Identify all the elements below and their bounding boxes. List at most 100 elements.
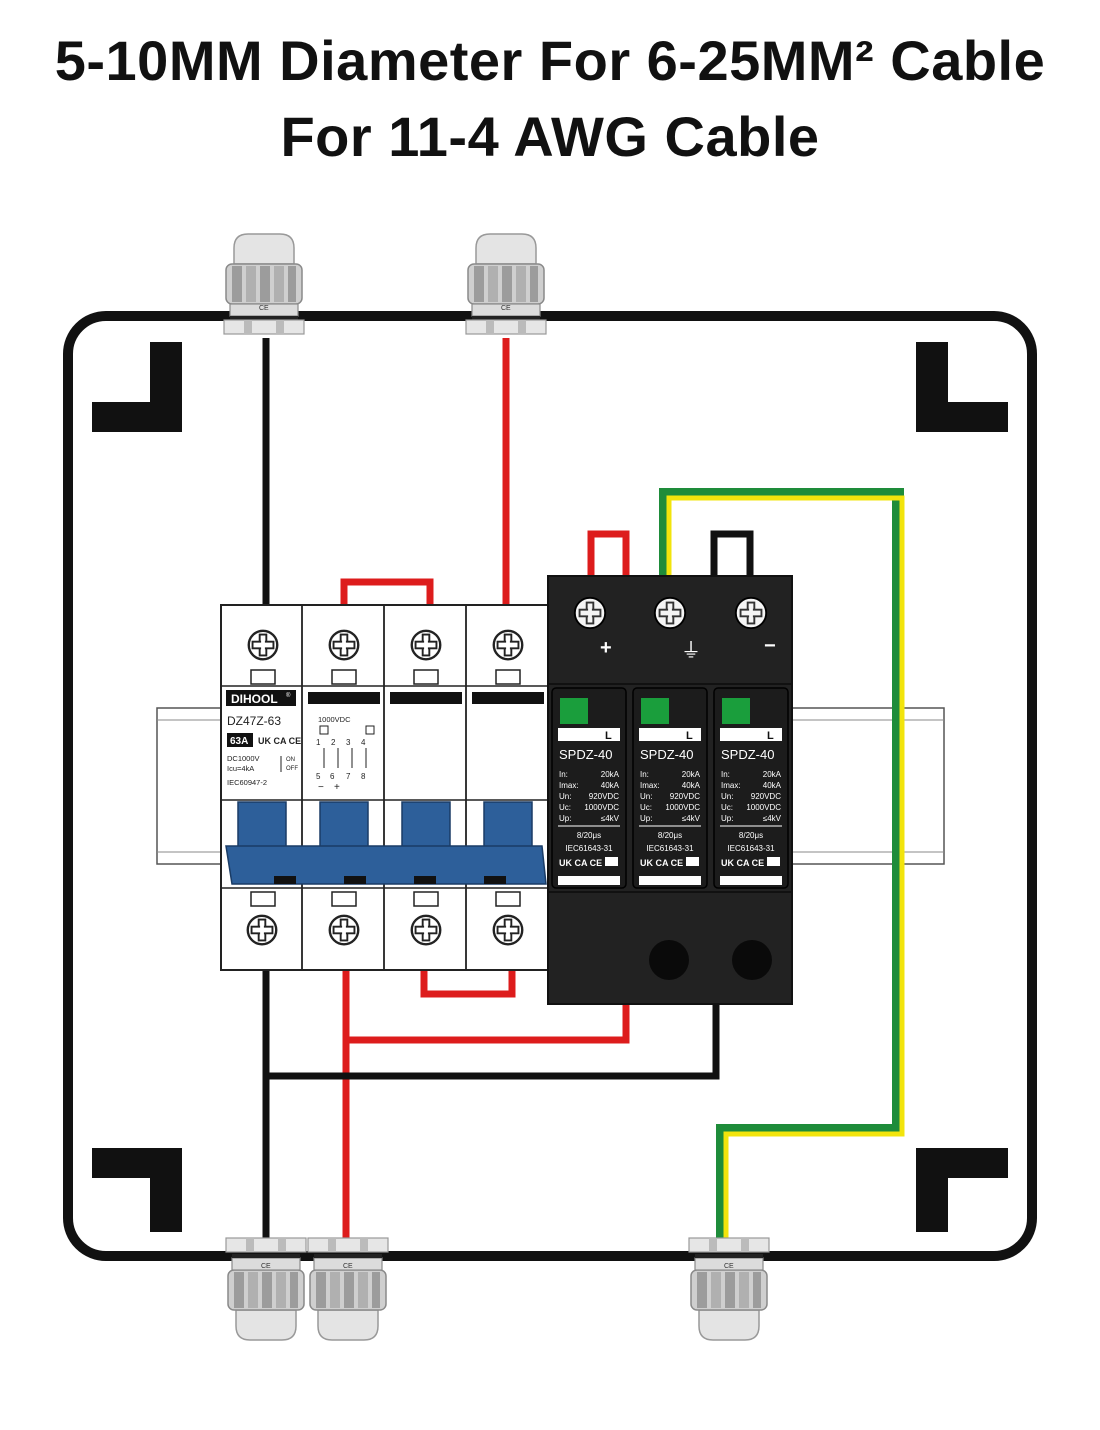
terminal-screw-icon	[246, 914, 278, 946]
spd-positive-jumper	[587, 530, 630, 578]
breaker-standard: IEC60947-2	[227, 778, 267, 787]
svg-text:®: ®	[286, 692, 291, 699]
svg-text:CE: CE	[259, 305, 269, 312]
breaker-voltage: DC1000V	[227, 754, 260, 763]
svg-text:IEC61643-31: IEC61643-31	[727, 844, 775, 853]
svg-text:In:: In:	[559, 770, 568, 779]
terminal-screw-icon	[492, 629, 524, 661]
svg-text:2: 2	[331, 738, 336, 747]
breaker-bottom-jumper	[420, 968, 516, 998]
svg-text:Imax:: Imax:	[721, 781, 741, 790]
terminal-screw-icon	[328, 629, 360, 661]
terminal-screw-icon	[328, 914, 360, 946]
svg-text:1000VDC: 1000VDC	[584, 803, 619, 812]
svg-text:3: 3	[346, 738, 351, 747]
cable-gland-icon: CE	[307, 1237, 389, 1341]
svg-text:7: 7	[346, 772, 351, 781]
svg-text:In:: In:	[721, 770, 730, 779]
svg-text:Un:: Un:	[640, 792, 652, 801]
svg-text:920VDC: 920VDC	[751, 792, 781, 801]
status-window	[560, 698, 588, 724]
terminal-screw-icon	[653, 596, 687, 630]
spd-terminal-hole	[649, 940, 689, 980]
breaker-cert: UK CA CE	[258, 736, 301, 746]
svg-text:−: −	[318, 782, 324, 793]
spd-terminal-hole	[732, 940, 772, 980]
enclosure-outline	[63, 311, 1037, 1261]
svg-text:920VDC: 920VDC	[589, 792, 619, 801]
svg-text:8/20μs: 8/20μs	[577, 831, 601, 840]
breaker-top-terminal-numbers: 1 2 3 4	[316, 738, 366, 747]
svg-text:40kA: 40kA	[763, 781, 782, 790]
svg-text:Un:: Un:	[559, 792, 571, 801]
circuit-breaker: DIHOOL ® DZ47Z-63 63A UK CA CE DC1000V I…	[220, 604, 549, 971]
positive-output-wire	[342, 968, 630, 1244]
spd-positive-label: +	[600, 637, 612, 659]
svg-text:L: L	[767, 730, 774, 742]
svg-text:Un:: Un:	[721, 792, 733, 801]
spd-model: SPDZ-40	[559, 747, 612, 762]
svg-text:Imax:: Imax:	[559, 781, 579, 790]
breaker-rating: 63A	[230, 736, 248, 747]
svg-text:8: 8	[361, 772, 366, 781]
cable-gland-icon: CE	[225, 1237, 307, 1341]
svg-text:CE: CE	[261, 1263, 271, 1270]
svg-text:≤4kV: ≤4kV	[682, 814, 701, 823]
brand-name: DIHOOL	[231, 692, 278, 706]
svg-text:≤4kV: ≤4kV	[763, 814, 782, 823]
negative-output-wire	[262, 968, 720, 1244]
svg-text:L: L	[605, 730, 612, 742]
svg-text:+: +	[334, 782, 340, 793]
breaker-handle-bar	[225, 845, 547, 885]
corner-bracket-top-right	[916, 342, 1008, 432]
breaker-handle	[401, 801, 451, 853]
spd-negative-label: −	[764, 635, 776, 657]
svg-text:CE: CE	[724, 1263, 734, 1270]
svg-text:In:: In:	[640, 770, 649, 779]
svg-text:8/20μs: 8/20μs	[658, 831, 682, 840]
svg-text:Imax:: Imax:	[640, 781, 660, 790]
title-line-1: 5-10MM Diameter For 6-25MM² Cable	[54, 29, 1046, 92]
svg-text:4: 4	[361, 738, 366, 747]
svg-text:Up:: Up:	[721, 814, 733, 823]
svg-text:Uc:: Uc:	[559, 803, 571, 812]
svg-text:1000VDC: 1000VDC	[665, 803, 700, 812]
breaker-handle	[483, 801, 533, 853]
terminal-screw-icon	[247, 629, 279, 661]
svg-text:40kA: 40kA	[601, 781, 620, 790]
breaker-model: DZ47Z-63	[227, 714, 281, 728]
cable-gland-icon: CE	[688, 1237, 770, 1341]
spd-module: L SPDZ-40 In: 20kA Imax: 40kA Un: 920VDC…	[713, 687, 789, 889]
svg-text:UK CA CE: UK CA CE	[640, 858, 683, 868]
svg-text:6: 6	[330, 772, 335, 781]
breaker-top-jumper	[340, 578, 434, 606]
svg-text:8/20μs: 8/20μs	[739, 831, 763, 840]
terminal-screw-icon	[573, 596, 607, 630]
cable-gland-icon: CE	[465, 233, 547, 335]
title-line-2: For 11-4 AWG Cable	[280, 105, 820, 168]
svg-text:Up:: Up:	[640, 814, 652, 823]
breaker-icu: Icu=4kA	[227, 764, 254, 773]
svg-text:40kA: 40kA	[682, 781, 701, 790]
breaker-bottom-terminal-numbers: 5 6 7 8	[316, 772, 366, 781]
svg-text:Up:: Up:	[559, 814, 571, 823]
status-window	[641, 698, 669, 724]
svg-text:≤4kV: ≤4kV	[601, 814, 620, 823]
svg-text:1: 1	[316, 738, 321, 747]
terminal-screw-icon	[492, 914, 524, 946]
svg-text:UK CA CE: UK CA CE	[721, 858, 764, 868]
svg-text:20kA: 20kA	[763, 770, 782, 779]
svg-text:Uc:: Uc:	[640, 803, 652, 812]
svg-text:L: L	[686, 730, 693, 742]
spd-model: SPDZ-40	[721, 747, 774, 762]
surge-protector: + ⏚ − L SPDZ-40 In: 20kA Imax: 40kA Un: …	[547, 575, 793, 1005]
corner-bracket-bottom-right	[916, 1148, 1008, 1232]
diagram-voltage: 1000VDC	[318, 715, 351, 724]
svg-text:5: 5	[316, 772, 321, 781]
terminal-screw-icon	[410, 629, 442, 661]
status-window	[722, 698, 750, 724]
svg-text:OFF: OFF	[286, 766, 298, 772]
breaker-handle	[237, 801, 287, 853]
brand-plate	[226, 690, 296, 706]
